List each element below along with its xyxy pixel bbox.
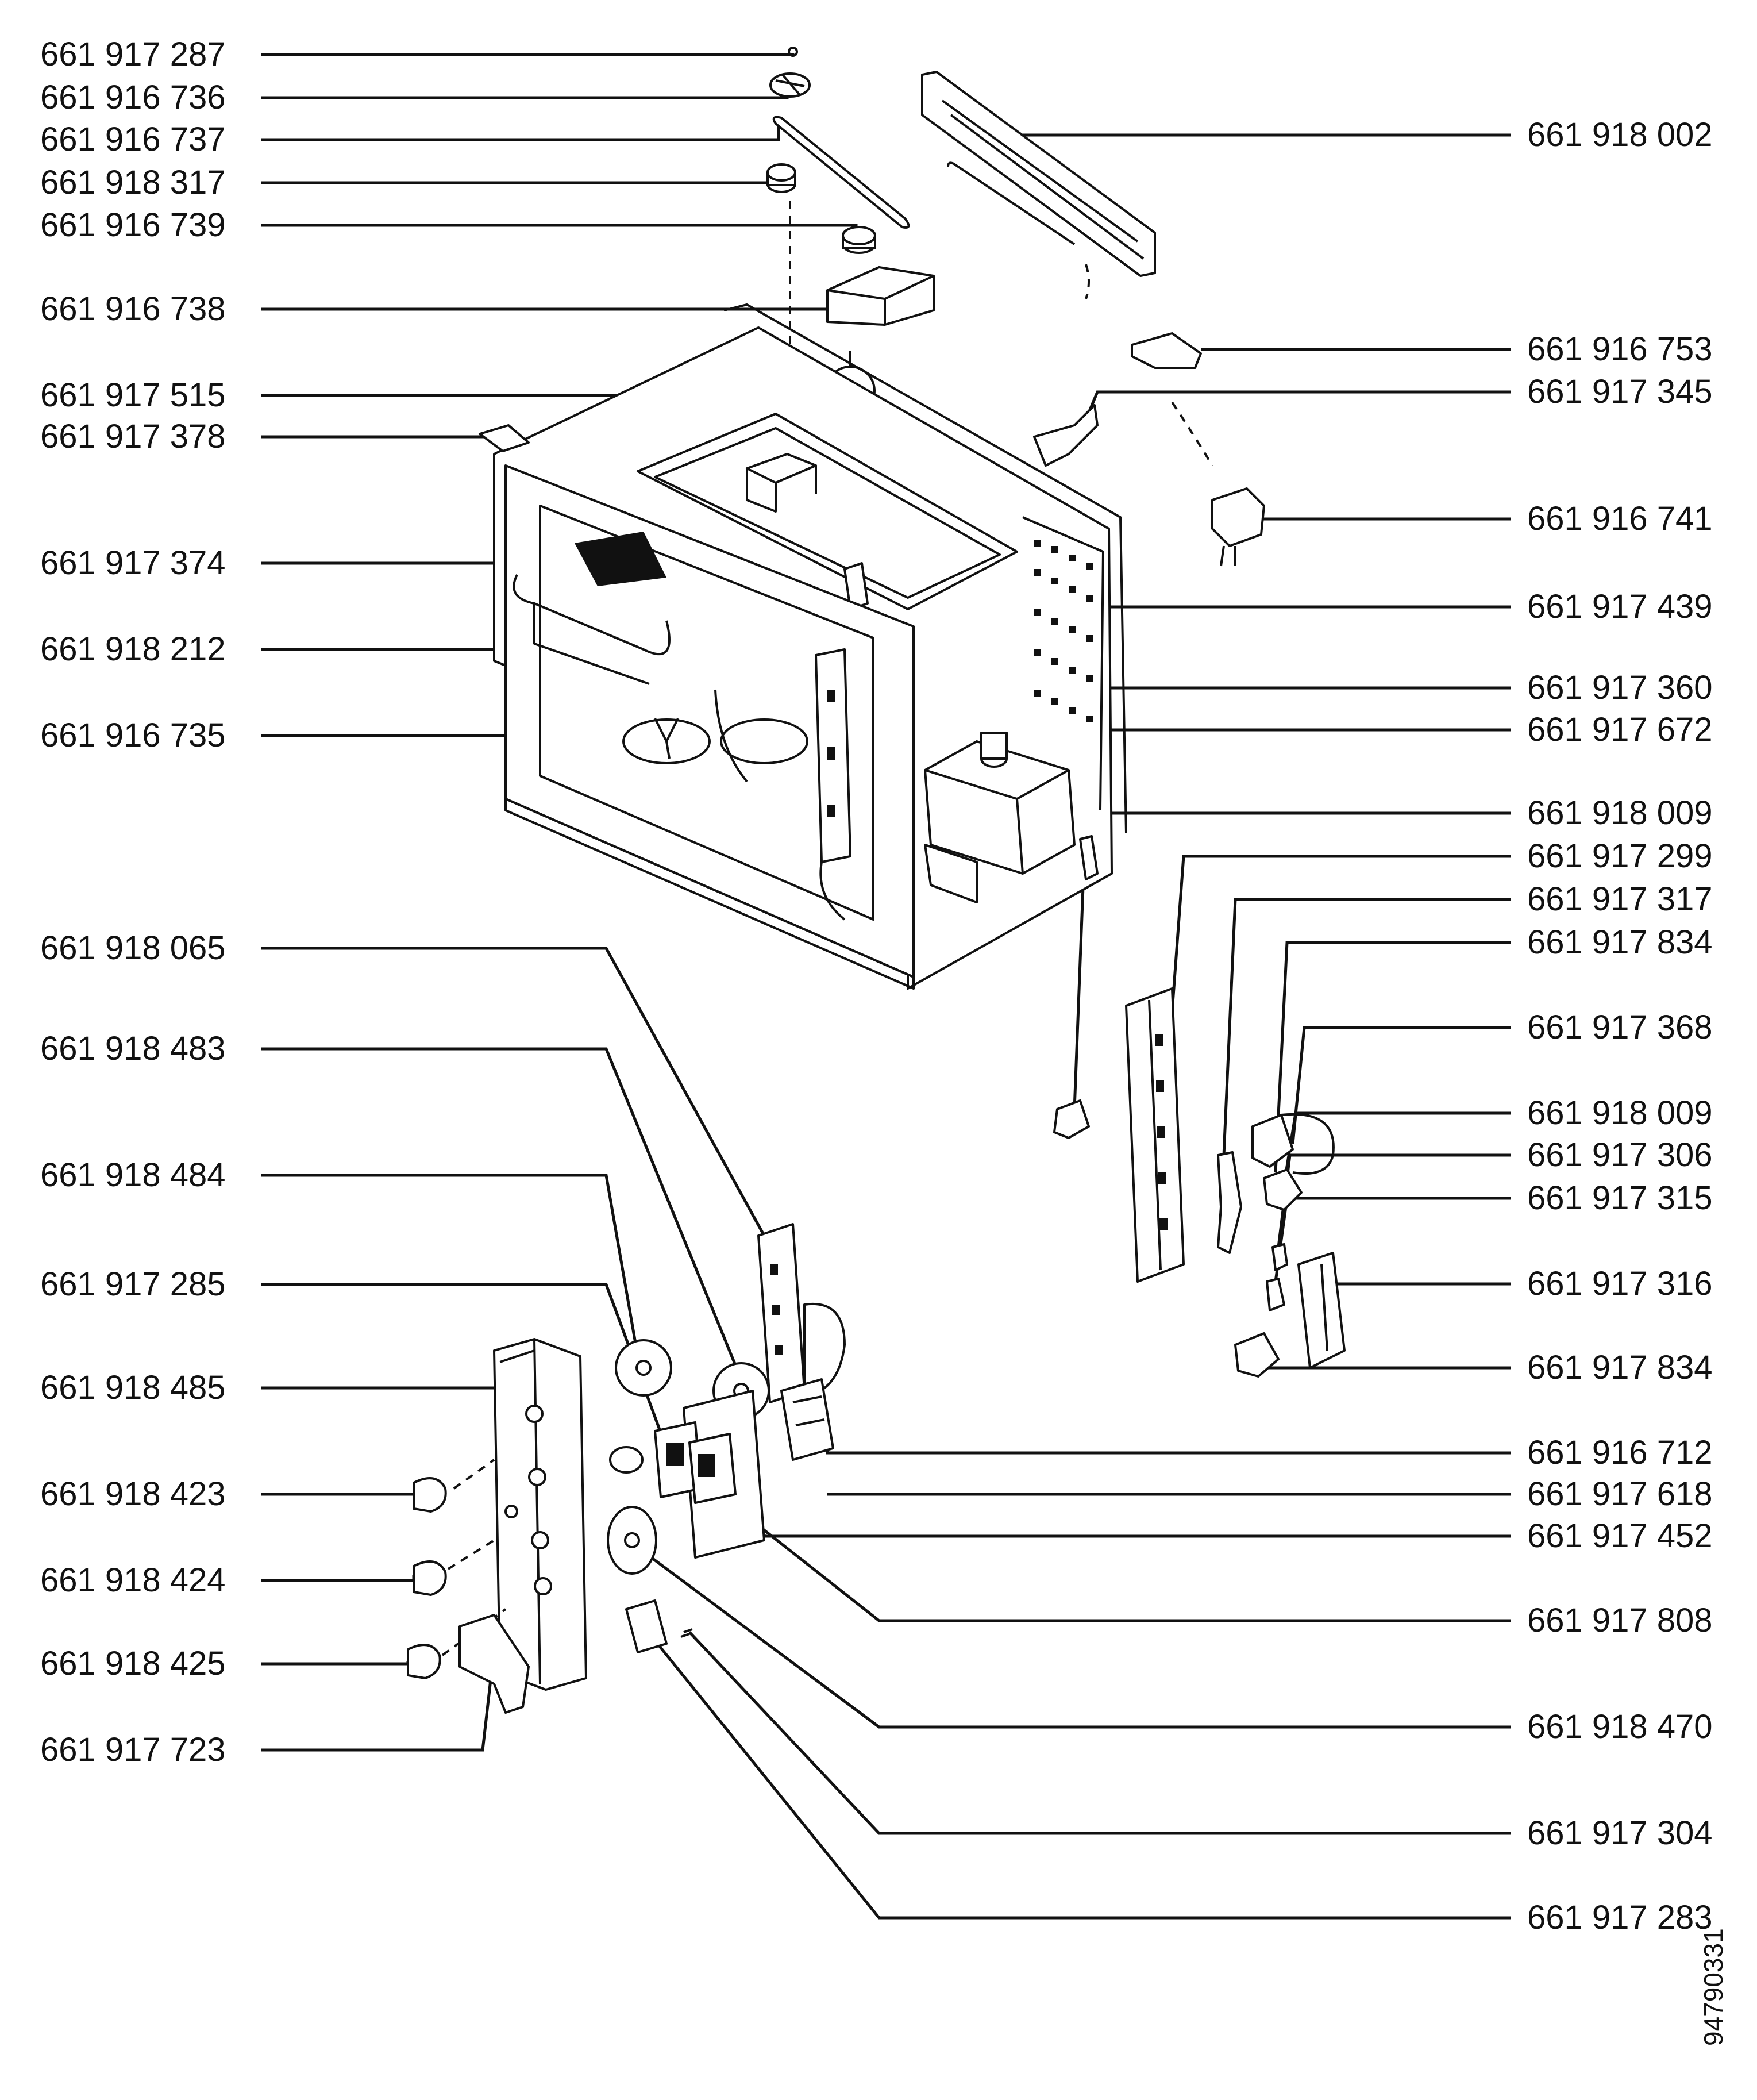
- upper-right-parts: [1033, 332, 1265, 567]
- drawing-reference-number: 94790331: [1698, 1928, 1728, 2046]
- leader-line: [261, 224, 858, 241]
- part-number-label: 661 918 009: [1527, 1094, 1713, 1132]
- part-number-label: 661 916 739: [40, 206, 226, 244]
- part-number-label: 661 917 345: [1527, 373, 1713, 410]
- rear-grille-panel: [921, 71, 1156, 299]
- part-number-label: 661 918 425: [40, 1645, 226, 1682]
- transformer-magnetron: [924, 732, 1099, 903]
- leader-line: [1282, 1111, 1511, 1184]
- part-number-label: 661 916 735: [40, 717, 226, 754]
- misc-small-parts: [479, 424, 530, 452]
- leader-line: [261, 947, 766, 1237]
- leader-line: [261, 181, 779, 184]
- leader-line: [261, 53, 795, 56]
- leader-line: [1274, 941, 1511, 1173]
- leader-line: [261, 1283, 668, 1449]
- part-number-label: 661 917 439: [1527, 588, 1713, 625]
- part-number-label: 661 917 299: [1527, 837, 1713, 875]
- part-number-label: 661 917 304: [1527, 1814, 1713, 1852]
- leader-line: [261, 1047, 743, 1380]
- leader-line: [688, 1631, 1511, 1835]
- part-number-label: 661 918 485: [40, 1369, 226, 1406]
- part-number-label: 661 917 316: [1527, 1265, 1713, 1302]
- part-number-label: 661 917 515: [40, 376, 226, 414]
- leader-line: [1277, 1153, 1511, 1248]
- leader-lines: [261, 53, 1511, 1920]
- part-number-label: 661 918 065: [40, 929, 226, 967]
- latch-bracket-assembly: [1053, 987, 1346, 1378]
- part-number-label: 661 917 452: [1527, 1517, 1713, 1555]
- leader-line: [762, 1534, 1511, 1538]
- leader-line: [642, 1550, 1511, 1729]
- part-number-label: 661 917 285: [40, 1266, 226, 1303]
- part-number-label: 661 917 317: [1527, 880, 1713, 918]
- part-number-label: 661 917 315: [1527, 1179, 1713, 1217]
- leader-line: [826, 1437, 1511, 1455]
- leader-line: [1262, 1362, 1511, 1370]
- part-number-label: 661 917 808: [1527, 1602, 1713, 1639]
- part-number-label: 661 916 741: [1527, 500, 1713, 537]
- leader-line: [261, 86, 789, 99]
- part-number-label: 661 918 212: [40, 630, 226, 668]
- leader-line: [261, 1174, 639, 1357]
- part-number-label: 661 917 834: [1527, 1349, 1713, 1386]
- part-number-label: 661 918 483: [40, 1030, 226, 1067]
- leader-line: [261, 1661, 410, 1666]
- part-number-label: 661 917 306: [1527, 1136, 1713, 1174]
- part-number-label: 661 917 378: [40, 418, 226, 455]
- part-number-label: 661 918 423: [40, 1475, 226, 1513]
- part-number-label: 661 917 672: [1527, 711, 1713, 748]
- part-number-label: 661 918 002: [1527, 116, 1713, 153]
- part-number-label: 661 916 736: [40, 79, 226, 116]
- part-number-label: 661 917 287: [40, 36, 226, 73]
- part-number-label: 661 916 712: [1527, 1434, 1713, 1471]
- part-number-label: 661 917 374: [40, 544, 226, 582]
- leader-line: [642, 1625, 1511, 1920]
- part-number-label: 661 918 317: [40, 164, 226, 201]
- part-number-label: 661 916 753: [1527, 330, 1713, 368]
- control-panel-assembly: [407, 1223, 846, 1714]
- part-number-label: 661 918 484: [40, 1156, 226, 1194]
- part-number-label: 661 916 738: [40, 290, 226, 328]
- leader-line: [261, 307, 829, 311]
- part-number-label: 661 916 737: [40, 121, 226, 158]
- part-number-label: 661 917 283: [1527, 1899, 1713, 1936]
- part-number-label: 661 918 424: [40, 1561, 226, 1599]
- leader-line: [261, 1575, 415, 1582]
- leader-line: [1084, 728, 1511, 851]
- part-number-label: 661 917 368: [1527, 1009, 1713, 1046]
- part-number-label: 661 918 470: [1527, 1708, 1713, 1745]
- leader-line: [261, 124, 780, 141]
- part-number-label: 661 917 360: [1527, 669, 1713, 706]
- part-number-label: 661 918 009: [1527, 794, 1713, 832]
- part-number-label: 661 917 618: [1527, 1475, 1713, 1513]
- microwave-cavity: [493, 303, 1127, 990]
- leader-line: [1170, 855, 1511, 1012]
- part-number-label: 661 917 723: [40, 1731, 226, 1768]
- leader-line: [1084, 390, 1511, 420]
- part-number-label: 661 917 834: [1527, 924, 1713, 961]
- leader-line: [1222, 898, 1511, 1156]
- leader-line: [1291, 1026, 1511, 1144]
